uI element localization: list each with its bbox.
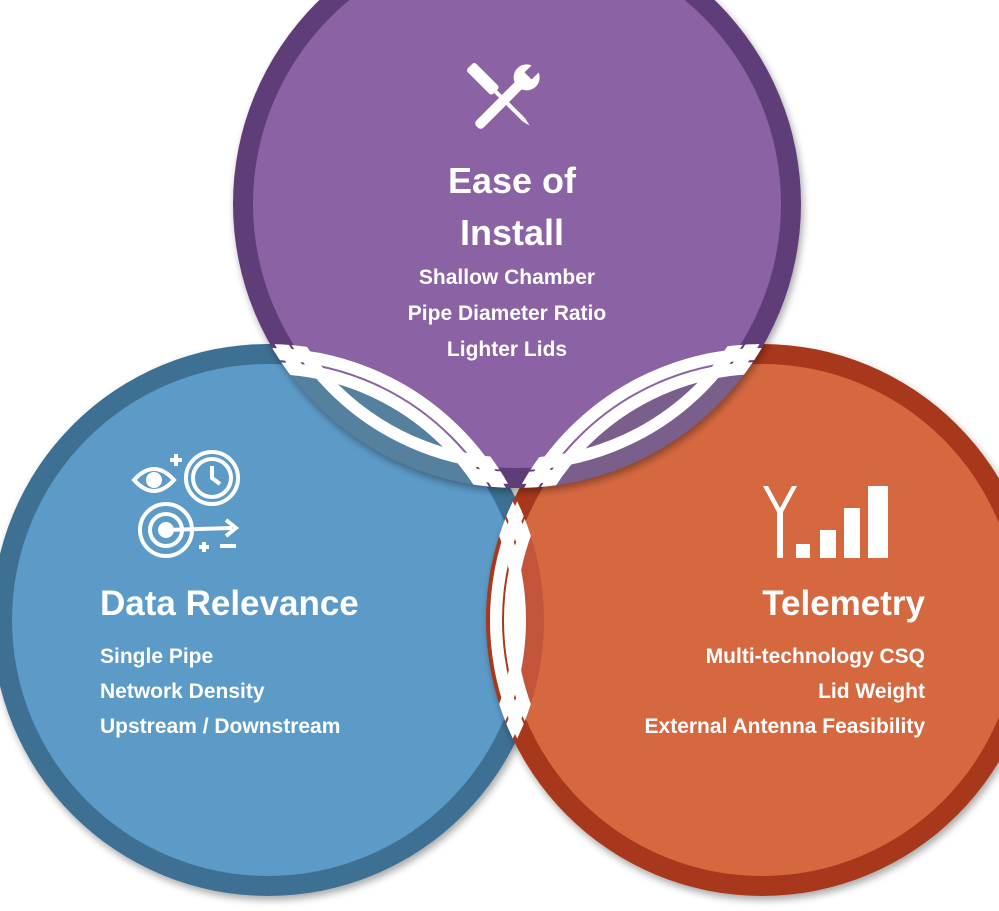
top-title-line1: Ease of [448,160,577,201]
left-circle [12,364,524,876]
top-item-2: Pipe Diameter Ratio [408,302,606,325]
tools-icon [467,62,542,129]
top-circle [253,0,781,468]
top-title-line2: Install [460,212,564,253]
top-item-1: Shallow Chamber [419,266,595,289]
right-item-2: Lid Weight [818,680,925,703]
left-item-2: Network Density [100,680,265,703]
left-item-3: Upstream / Downstream [100,715,340,738]
circle-top-group [233,0,801,488]
left-title: Data Relevance [100,584,359,623]
signal-antenna-icon [763,486,888,558]
right-item-3: External Antenna Feasibility [645,715,926,738]
right-title: Telemetry [762,584,925,623]
right-item-1: Multi-technology CSQ [706,645,925,668]
top-item-3: Lighter Lids [447,338,567,361]
target-clock-eye-icon [131,450,240,558]
left-item-1: Single Pipe [100,645,213,668]
